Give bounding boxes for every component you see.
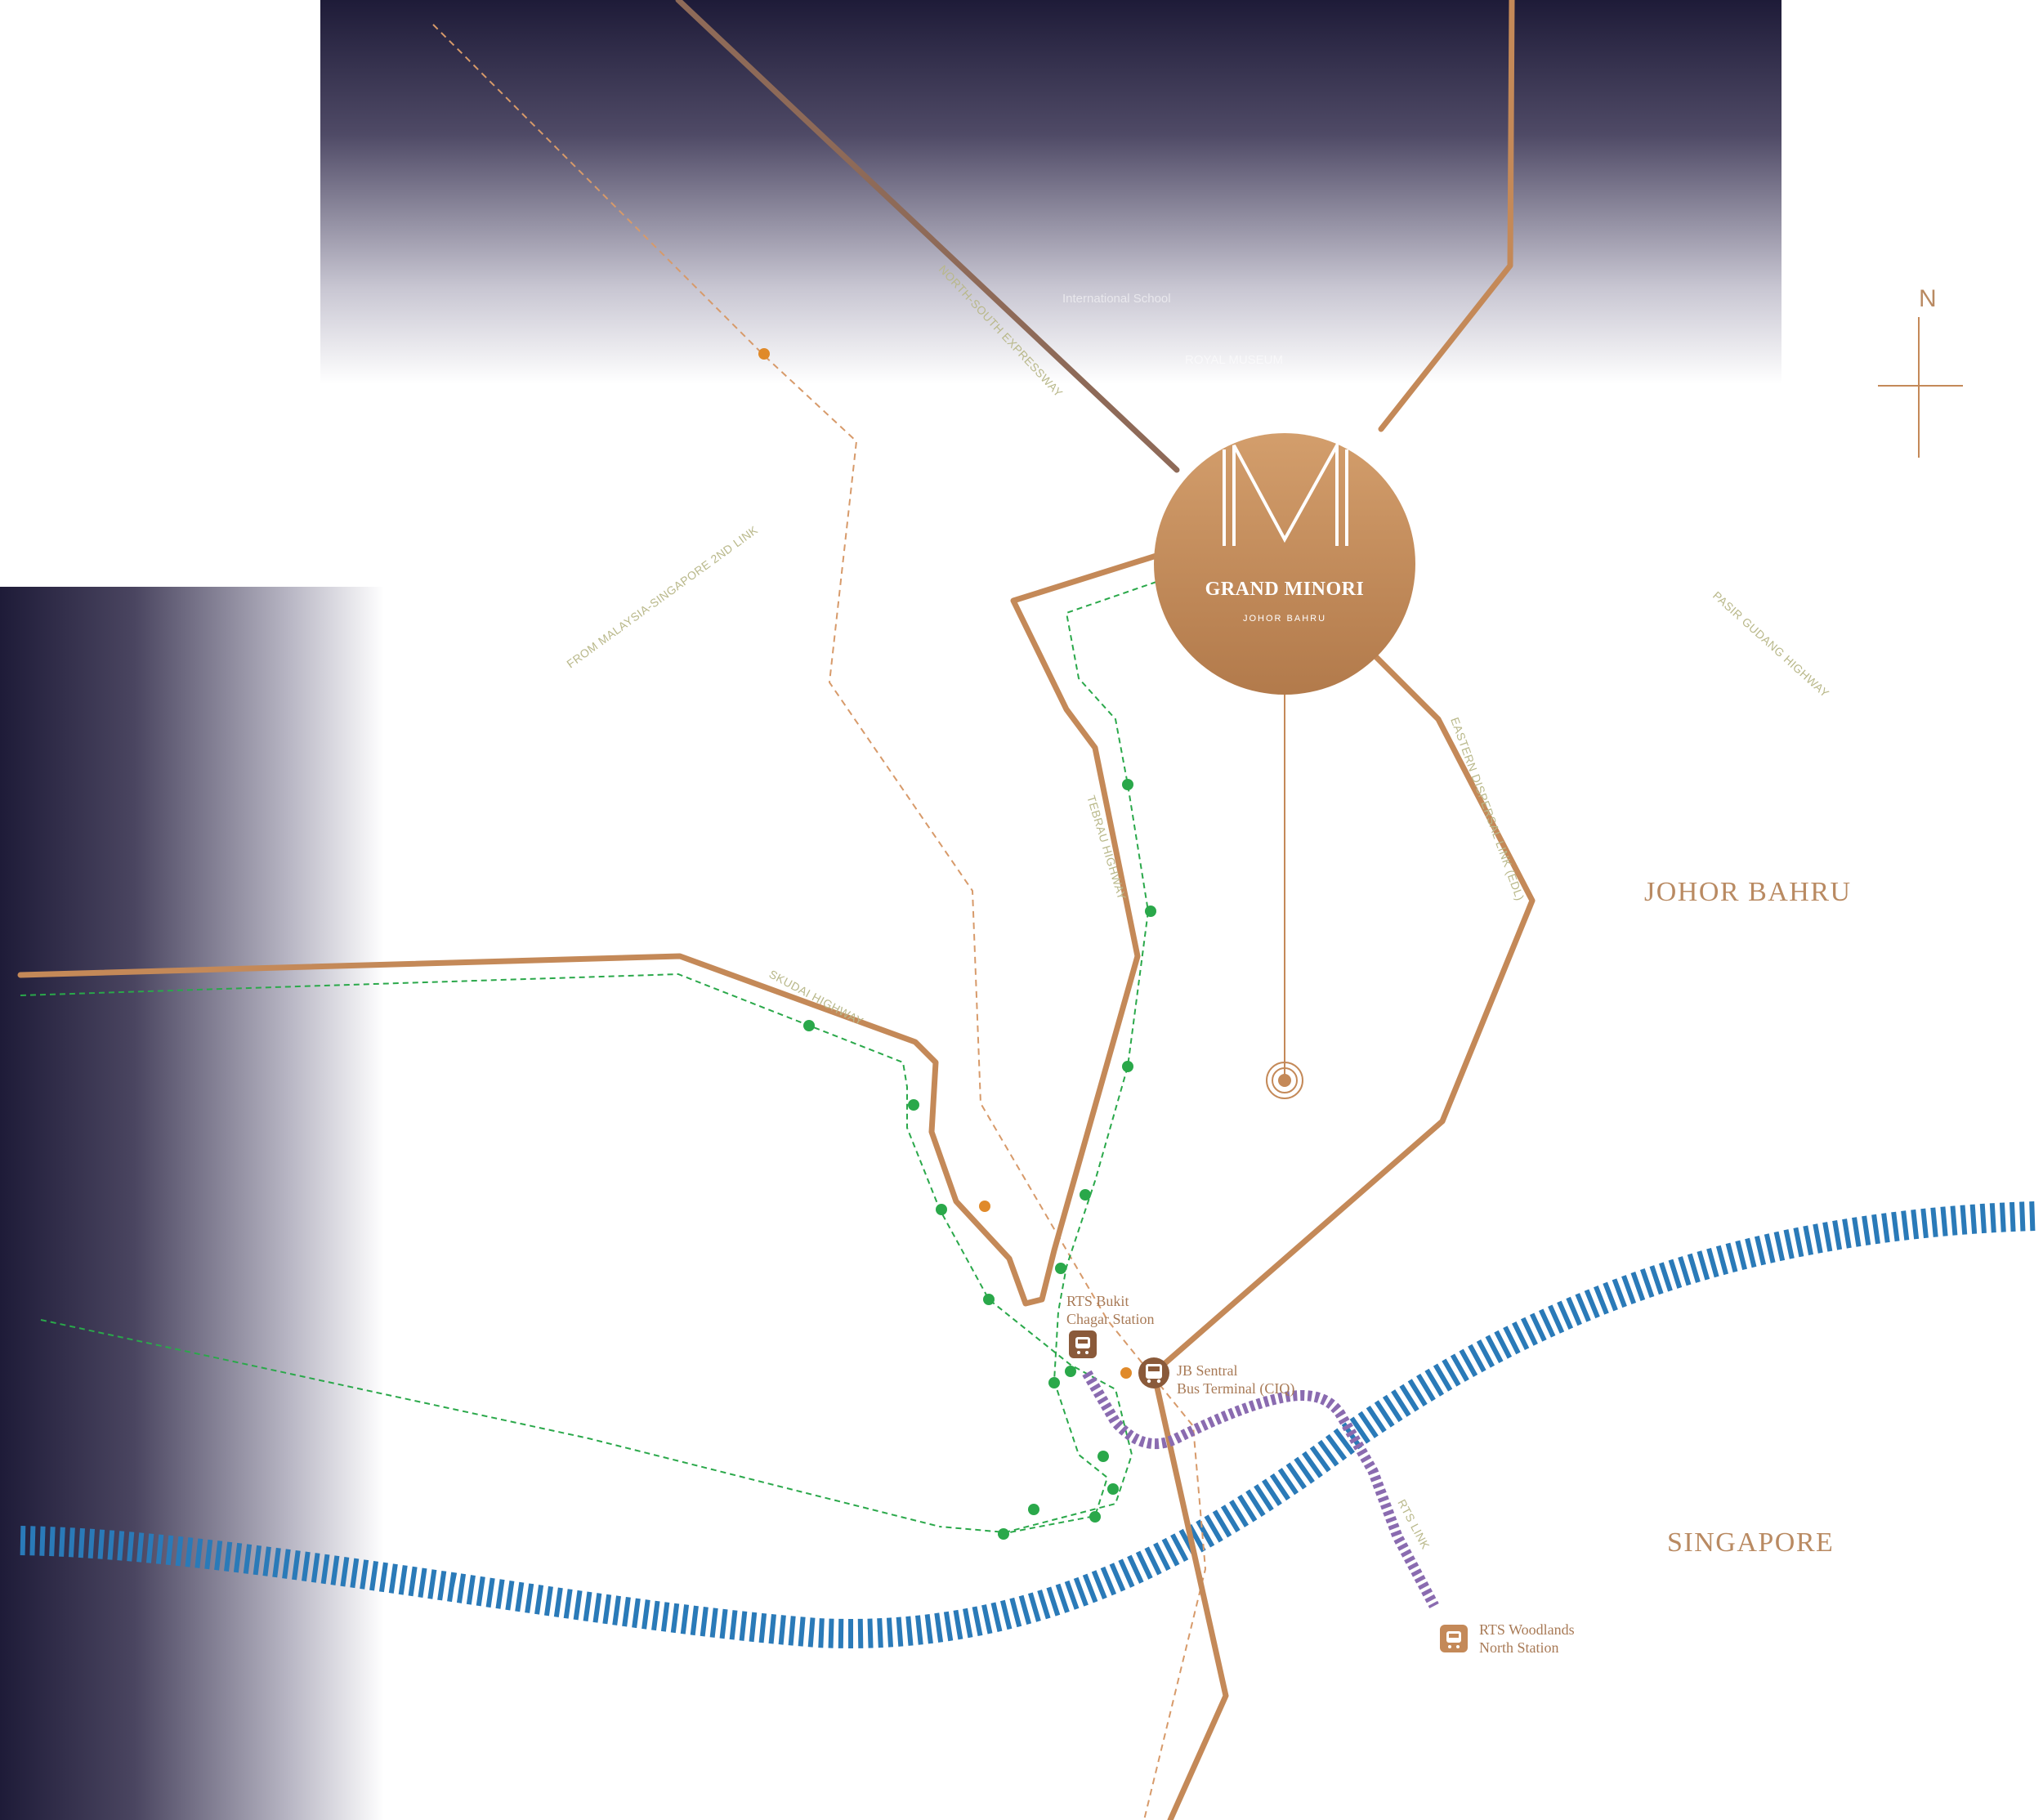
bus-stop bbox=[1089, 1511, 1101, 1523]
station-woodlands-line1: RTS Woodlands bbox=[1479, 1621, 1575, 1638]
route-stop bbox=[1120, 1367, 1132, 1379]
road-labels: NORTH-SOUTH EXPRESSWAY TEBRAU HIGHWAY EA… bbox=[564, 262, 1831, 1551]
bus-stops bbox=[803, 779, 1156, 1540]
compass-north-label: N bbox=[1919, 285, 1937, 312]
strait-line bbox=[20, 1201, 2036, 1648]
causeway-road bbox=[1151, 1370, 1229, 1820]
region-singapore: SINGAPORE bbox=[1667, 1527, 1834, 1558]
label-rts-link: RTS LINK bbox=[1395, 1497, 1433, 1552]
bus-stop bbox=[1080, 1189, 1091, 1201]
bus-stop bbox=[1055, 1263, 1066, 1274]
station-woodlands-line2: North Station bbox=[1479, 1639, 1559, 1656]
route-stop bbox=[758, 348, 770, 360]
target-icon bbox=[1266, 1062, 1303, 1099]
bus-stop bbox=[1097, 1451, 1109, 1462]
bus-route-tebrau bbox=[1000, 581, 1157, 1535]
station-jb-sentral-line2: Bus Terminal (CIQ) bbox=[1177, 1380, 1294, 1397]
compass: N bbox=[1878, 285, 1963, 458]
dashed-route-stops bbox=[758, 348, 1132, 1379]
logo-brand-name: GRAND MINORI bbox=[1205, 579, 1365, 600]
bus-stop bbox=[1107, 1483, 1119, 1495]
bus-stop bbox=[1122, 1061, 1133, 1072]
eastern-dispersal-link bbox=[1151, 646, 1536, 1376]
station-woodlands-north[interactable]: RTS Woodlands North Station bbox=[1440, 1621, 1575, 1656]
bus-route-west bbox=[40, 1319, 941, 1527]
bus-stop bbox=[908, 1099, 919, 1111]
second-link-dashed-route bbox=[432, 24, 1207, 1820]
bus-stop bbox=[936, 1204, 947, 1215]
site-locator bbox=[1266, 670, 1303, 1099]
tebrau-highway bbox=[17, 552, 1160, 1307]
bus-routes bbox=[20, 581, 1157, 1535]
bus-stop bbox=[1145, 906, 1156, 917]
faint-label-school: International School bbox=[1062, 292, 1171, 306]
rts-link-line bbox=[1082, 1370, 1439, 1609]
faint-place-labels: International School ROYAL MUSEUM bbox=[1062, 292, 1283, 367]
bus-stop bbox=[1048, 1377, 1060, 1388]
station-jb-sentral[interactable]: JB Sentral Bus Terminal (CIQ) bbox=[1138, 1357, 1294, 1397]
north-south-expressway bbox=[675, 0, 1180, 473]
top-shade bbox=[320, 0, 1781, 384]
roads bbox=[17, 0, 1536, 1820]
label-second-link: FROM MALAYSIA-SINGAPORE 2ND LINK bbox=[564, 523, 760, 671]
bus-stop bbox=[1028, 1504, 1039, 1515]
bus-stop bbox=[1065, 1366, 1076, 1377]
station-bukit-chagar-line1: RTS Bukit bbox=[1066, 1293, 1129, 1309]
route-stop bbox=[979, 1201, 990, 1212]
logo-location: JOHOR BAHRU bbox=[1243, 614, 1326, 624]
label-skudai-highway: SKUDAI HIGHWAY bbox=[767, 968, 866, 1028]
bus-stop bbox=[1122, 779, 1133, 790]
bus-stop bbox=[803, 1020, 815, 1031]
region-johor-bahru: JOHOR BAHRU bbox=[1644, 877, 1852, 907]
station-bukit-chagar-line2: Chagar Station bbox=[1066, 1311, 1154, 1327]
grand-minori-logo[interactable]: GRAND MINORI JOHOR BAHRU bbox=[1154, 433, 1415, 695]
left-shade bbox=[0, 587, 384, 1820]
label-pasir-gudang-highway: PASIR GUDANG HIGHWAY bbox=[1710, 588, 1832, 700]
station-bukit-chagar[interactable]: RTS Bukit Chagar Station bbox=[1066, 1293, 1154, 1358]
northeast-road bbox=[1378, 0, 1515, 432]
label-eastern-dispersal-link: EASTERN DISPERSAL LINK (EDL) bbox=[1448, 716, 1527, 903]
monogram-m-icon bbox=[1223, 439, 1348, 546]
bus-stop bbox=[998, 1528, 1009, 1540]
faint-label-museum: ROYAL MUSEUM bbox=[1185, 353, 1283, 367]
station-jb-sentral-line1: JB Sentral bbox=[1177, 1362, 1238, 1379]
bus-stop bbox=[983, 1294, 995, 1305]
